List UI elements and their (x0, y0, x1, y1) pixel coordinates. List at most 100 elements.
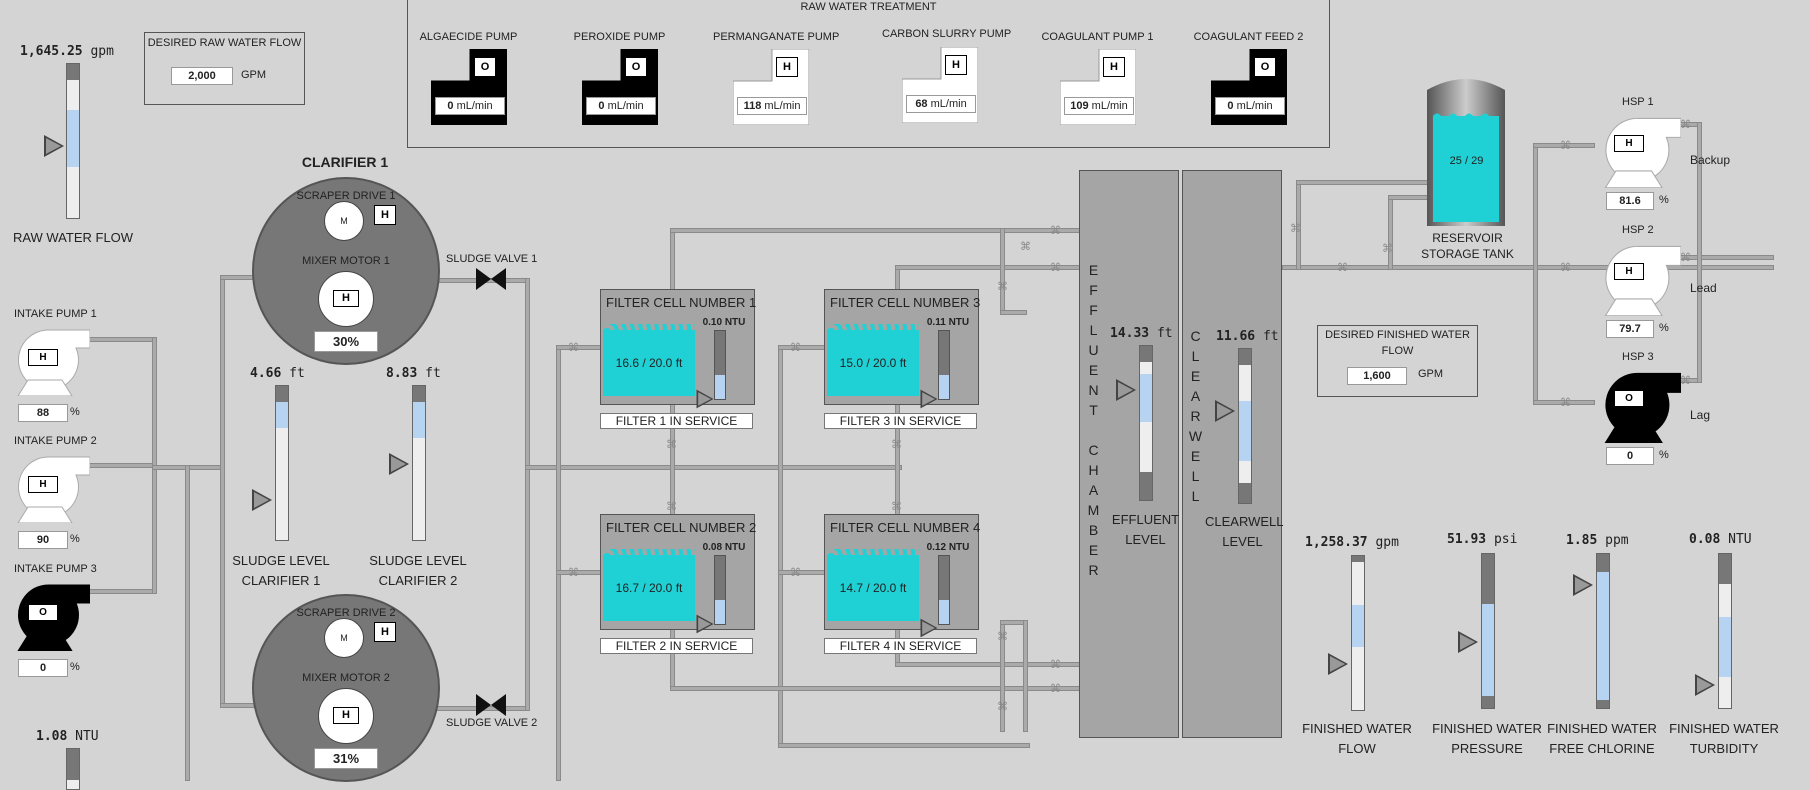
clarifier2-scraper-mode-button[interactable]: H (374, 622, 396, 642)
hsp-1-mode-button[interactable]: H (1614, 135, 1644, 152)
filter-1-turbidity: 0.10 NTU (702, 317, 746, 328)
chem-pump-1-rate[interactable]: 0 mL/min (435, 97, 505, 115)
chem-pump-1-rate-value: 0 (447, 100, 454, 112)
desired-raw-flow-input[interactable]: 2,000 (171, 67, 233, 85)
raw-water-flow-setpoint-marker[interactable] (44, 135, 64, 157)
filter-1-setpoint-marker[interactable] (696, 389, 714, 409)
finished-3-value: 1.85 (1566, 533, 1598, 548)
clarifier1-mixer-motor[interactable]: H (318, 271, 374, 327)
chem-pump-6-mode-button[interactable]: O (1254, 57, 1276, 77)
clearwell-setpoint-marker[interactable] (1215, 400, 1235, 422)
clarifier2-mixer-motor[interactable]: H (318, 688, 374, 744)
effluent-label: EFFLUENT LEVEL (1108, 510, 1183, 550)
intake-turbidity-value: 1.08 (36, 729, 68, 744)
effluent-setpoint-marker[interactable] (1116, 379, 1136, 401)
chem-pump-3-rate-unit: mL/min (764, 100, 801, 112)
sludge1-bar (275, 385, 289, 541)
filter-1-status: FILTER 1 IN SERVICE (600, 413, 753, 429)
chem-pump-2-rate[interactable]: 0 mL/min (586, 97, 656, 115)
chem-pump-3-mode-button[interactable]: H (776, 57, 798, 77)
effluent-letters-char: T (1089, 402, 1099, 418)
effluent-letters-char (1085, 420, 1103, 440)
clearwell (1182, 170, 1282, 738)
hsp-3-role: Lag (1690, 408, 1711, 422)
hsp-2-mode-button[interactable]: H (1614, 263, 1644, 280)
chem-pump-2-mode-button[interactable]: O (625, 57, 647, 77)
sludge1-value: 4.66 (250, 366, 282, 381)
filter-cell-3[interactable]: FILTER CELL NUMBER 2 0.08 NTU 16.7 / 20.… (600, 514, 756, 634)
finished-2-bar (1481, 553, 1495, 709)
hsp-3-speed[interactable]: 0 (1606, 447, 1654, 465)
chem-pump-5-name: COAGULANT PUMP 1 (1041, 31, 1154, 43)
effluent-letters-char: E (1088, 542, 1100, 558)
chem-pump-2-rate-value: 0 (598, 100, 605, 112)
hsp-1-icon[interactable] (1597, 114, 1682, 193)
intake-pump-1-speed[interactable]: 88 (18, 404, 68, 422)
intake-pump-1-mode-button[interactable]: H (28, 349, 58, 366)
sludge-valve1-icon[interactable] (476, 268, 506, 290)
finished-1-bar (1351, 555, 1365, 711)
hsp-3-icon[interactable] (1597, 369, 1682, 448)
clarifier2-mixer-speed[interactable]: 31% (314, 748, 378, 769)
clarifier1-scraper-mode-button[interactable]: H (374, 205, 396, 225)
reservoir-tank-icon[interactable] (1427, 76, 1506, 228)
finished-2-setpoint-marker[interactable] (1458, 631, 1478, 653)
finished-3-readout: 1.85 ppm (1566, 533, 1629, 548)
finished-3-label-line1: FINISHED WATER (1547, 721, 1657, 736)
desired-finished-flow-title-line1: DESIRED FINISHED WATER (1325, 329, 1470, 341)
chem-pump-5-rate[interactable]: 109 mL/min (1064, 97, 1134, 115)
effluent-letters-char: C (1088, 442, 1100, 458)
hsp-2-role: Lead (1690, 281, 1717, 295)
clearwell-letters-char: C (1190, 328, 1202, 344)
clarifier1-mixer-mode-button[interactable]: H (333, 290, 359, 307)
clarifier2-basin: SCRAPER DRIVE 2 M H MIXER MOTOR 2 H 31% (252, 594, 440, 782)
effluent-label-line2: LEVEL (1125, 532, 1166, 547)
finished-3-label-line2: FREE CHLORINE (1549, 741, 1655, 756)
clearwell-letters-char: A (1190, 388, 1202, 404)
clarifier1-mixer-speed[interactable]: 30% (314, 331, 378, 352)
filter-cell-1[interactable]: FILTER CELL NUMBER 1 0.10 NTU 16.6 / 20.… (600, 289, 756, 409)
sludge-valve2-icon[interactable] (476, 694, 506, 716)
finished-4-setpoint-marker[interactable] (1695, 674, 1715, 696)
clarifier2-scraper-motor[interactable]: M (324, 618, 364, 658)
filter-cell-2[interactable]: FILTER CELL NUMBER 3 0.11 NTU 15.0 / 20.… (824, 289, 981, 409)
hsp-1-speed[interactable]: 81.6 (1606, 192, 1654, 210)
filter-2-title: FILTER CELL NUMBER 3 (830, 295, 981, 310)
intake-pump-2-unit: % (70, 533, 80, 545)
chem-pump-6-rate[interactable]: 0 mL/min (1215, 97, 1285, 115)
intake-pump-2-speed[interactable]: 90 (18, 531, 68, 549)
intake-pump-2-mode-button[interactable]: H (28, 476, 58, 493)
filter-4-level: 14.7 / 20.0 ft (839, 581, 907, 595)
chem-pump-4-rate[interactable]: 68 mL/min (906, 95, 976, 113)
chem-pump-3-rate[interactable]: 118 mL/min (737, 97, 807, 115)
sludge1-setpoint-marker[interactable] (252, 489, 272, 511)
filter-4-setpoint-marker[interactable] (920, 618, 938, 638)
clarifier1-basin: SCRAPER DRIVE 1 M H MIXER MOTOR 1 H 30% (252, 177, 440, 365)
desired-finished-flow-input[interactable]: 1,600 (1347, 367, 1407, 385)
chem-pump-1-rate-unit: mL/min (456, 100, 493, 112)
intake-pump-3-speed[interactable]: 0 (18, 659, 68, 677)
hsp-3-mode-button[interactable]: O (1614, 390, 1644, 407)
clearwell-letters-char: E (1190, 448, 1202, 464)
intake-pump-3-mode-button[interactable]: O (28, 604, 58, 621)
clarifier1-scraper-motor[interactable]: M (324, 201, 364, 241)
hsp-2-speed[interactable]: 79.7 (1606, 320, 1654, 338)
chem-pump-5-mode-button[interactable]: H (1103, 57, 1125, 77)
filter-3-setpoint-marker[interactable] (696, 614, 714, 634)
clarifier2-mixer-mode-button[interactable]: H (333, 707, 359, 724)
hsp-2-icon[interactable] (1597, 242, 1682, 321)
filter-2-setpoint-marker[interactable] (920, 389, 938, 409)
finished-3-setpoint-marker[interactable] (1573, 574, 1593, 596)
finished-1-value: 1,258.37 (1305, 535, 1368, 550)
chem-pump-1-mode-button[interactable]: O (474, 57, 496, 77)
finished-1-setpoint-marker[interactable] (1328, 653, 1348, 675)
sludge1-label-line2: CLARIFIER 1 (241, 573, 321, 588)
hsp-2-name: HSP 2 (1622, 224, 1654, 236)
reservoir-label-line1: RESERVOIR (1432, 231, 1503, 245)
chem-pump-4-mode-button[interactable]: H (945, 55, 967, 75)
filter-cell-4[interactable]: FILTER CELL NUMBER 4 0.12 NTU 14.7 / 20.… (824, 514, 980, 638)
sludge2-setpoint-marker[interactable] (389, 453, 409, 475)
raw-water-treatment-title: RAW WATER TREATMENT (800, 1, 937, 13)
